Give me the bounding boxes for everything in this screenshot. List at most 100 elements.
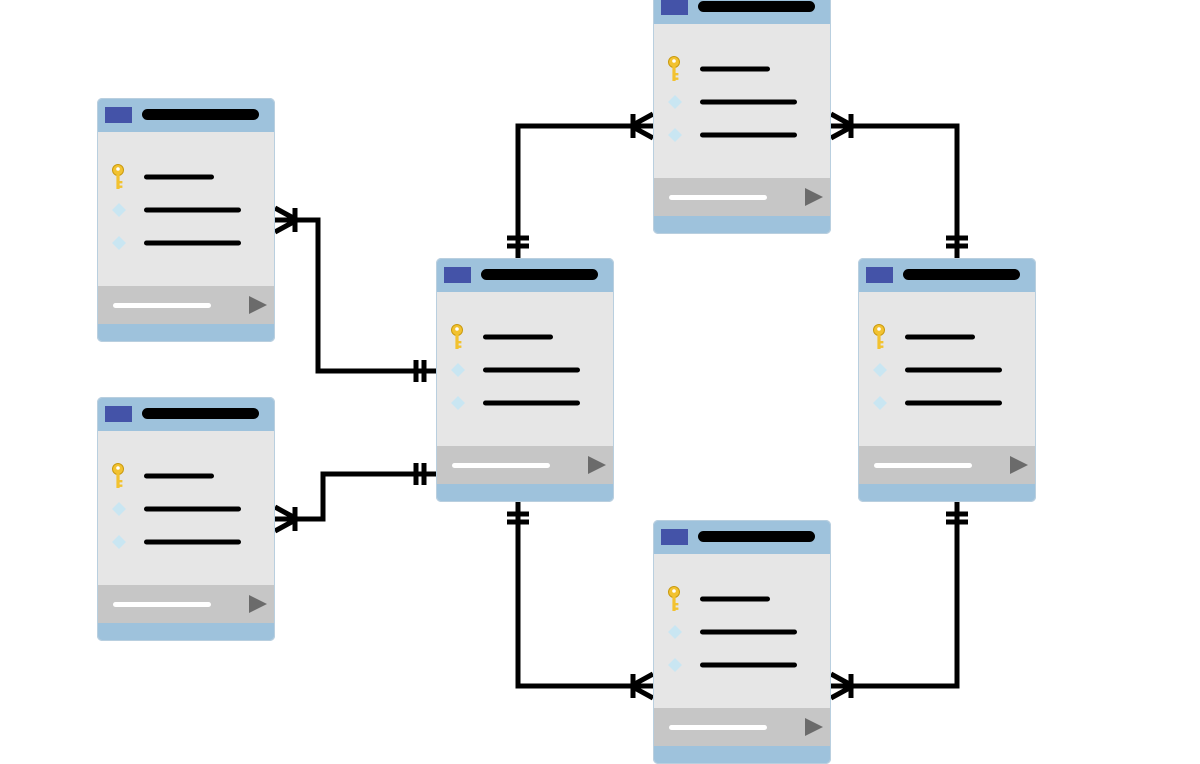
relationship-table-right-table-bottom [829, 502, 968, 701]
key-icon-shaft [672, 596, 676, 611]
key-icon-hole [672, 589, 676, 593]
table-card [97, 98, 275, 342]
table-field-bar [905, 334, 975, 340]
diamond-icon [668, 128, 682, 142]
table-field-bar [905, 400, 1002, 406]
table-field-bar [700, 66, 770, 72]
table-field-row [451, 396, 580, 410]
table-header-badge [105, 107, 132, 123]
play-icon[interactable] [805, 718, 823, 736]
table-field-bar [144, 473, 214, 479]
table-header-badge [661, 529, 688, 545]
connector-line [831, 502, 960, 689]
table-field-row [668, 658, 797, 672]
relationship-table-center-table-bottom [507, 502, 655, 701]
key-icon-hole [116, 466, 120, 470]
table-field-bar [144, 240, 241, 246]
table-border [653, 0, 831, 234]
table-header-badge [444, 267, 471, 283]
table-top [653, 0, 831, 234]
diamond-icon [668, 625, 682, 639]
key-icon-tooth [880, 345, 884, 348]
key-icon [873, 324, 885, 349]
table-field-row [451, 324, 553, 349]
key-icon-tooth [675, 607, 679, 610]
table-field-bar [483, 400, 580, 406]
table-field-bar [700, 629, 797, 635]
table-field-row [112, 535, 241, 549]
connector-line [515, 502, 653, 689]
table-footer-bar [874, 463, 972, 468]
diamond-icon [112, 236, 126, 250]
table-left-bottom [97, 397, 275, 641]
diamond-icon [451, 363, 465, 377]
table-field-bar [700, 596, 770, 602]
table-field-bar [144, 506, 241, 512]
table-right [858, 258, 1036, 502]
key-icon-tooth [458, 341, 462, 344]
table-card [858, 258, 1036, 502]
table-title-bar [698, 531, 815, 542]
table-title-bar [903, 269, 1020, 280]
table-field-row [112, 236, 241, 250]
play-icon[interactable] [1010, 456, 1028, 474]
table-border [858, 258, 1036, 502]
table-field-bar [700, 132, 797, 138]
key-icon [451, 324, 463, 349]
table-field-row [112, 502, 241, 516]
table-title-bar [481, 269, 598, 280]
relationship-table-center-table-left-top [273, 205, 436, 382]
diamond-icon [873, 363, 887, 377]
key-icon-tooth [119, 185, 123, 188]
diamond-icon [451, 396, 465, 410]
table-border [97, 397, 275, 641]
diamond-icon [668, 95, 682, 109]
key-icon-shaft [116, 174, 120, 189]
key-icon [112, 164, 124, 189]
key-icon-tooth [675, 603, 679, 606]
table-field-row [668, 95, 797, 109]
table-field-row [451, 363, 580, 377]
connector-line [831, 123, 960, 258]
relationship-table-center-table-top [507, 111, 655, 258]
entity-tables [97, 0, 1036, 764]
table-field-row [873, 363, 1002, 377]
key-icon-shaft [455, 334, 459, 349]
table-card [97, 397, 275, 641]
table-field-bar [483, 334, 553, 340]
key-icon [112, 463, 124, 488]
relationship-table-right-table-top [829, 111, 968, 258]
table-header-badge [105, 406, 132, 422]
key-icon-tooth [880, 341, 884, 344]
diamond-icon [668, 658, 682, 672]
table-footer-bar [452, 463, 550, 468]
table-left-top [97, 98, 275, 342]
diamond-icon [112, 502, 126, 516]
key-icon-tooth [458, 345, 462, 348]
play-icon[interactable] [249, 296, 267, 314]
table-footer-bar [113, 602, 211, 607]
play-icon[interactable] [249, 595, 267, 613]
table-header-badge [661, 0, 688, 15]
table-field-row [668, 128, 797, 142]
table-card [436, 258, 614, 502]
key-icon-hole [877, 327, 881, 331]
table-card [653, 520, 831, 764]
table-field-row [668, 625, 797, 639]
key-icon-shaft [672, 66, 676, 81]
key-icon-tooth [675, 73, 679, 76]
table-field-row [873, 396, 1002, 410]
play-icon[interactable] [588, 456, 606, 474]
connector-line [275, 471, 436, 522]
table-field-row [112, 203, 241, 217]
table-field-bar [483, 367, 580, 373]
table-title-bar [698, 1, 815, 12]
table-field-bar [700, 662, 797, 668]
play-icon[interactable] [805, 188, 823, 206]
diamond-icon [112, 203, 126, 217]
diamond-icon [112, 535, 126, 549]
key-icon-tooth [675, 77, 679, 80]
table-title-bar [142, 109, 259, 120]
key-icon [668, 586, 680, 611]
